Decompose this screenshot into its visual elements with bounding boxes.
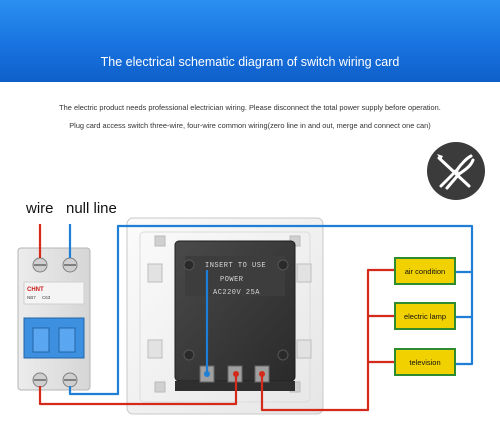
module-label-line3: AC220V 25A <box>213 289 260 297</box>
breaker-model: NB7 <box>27 295 36 300</box>
device-label-television: television <box>409 358 440 367</box>
device-television: television <box>394 348 456 376</box>
switched-live-wire <box>260 360 395 412</box>
tool-badge <box>427 142 485 200</box>
page-title: The electrical schematic diagram of swit… <box>100 55 400 69</box>
pliers-screwdriver-icon <box>437 154 475 190</box>
null-line-label: null line <box>66 200 117 217</box>
device-air-condition: air condition <box>394 257 456 285</box>
safety-notice: The electric product needs professional … <box>59 103 441 112</box>
module-label-line1: INSERT TO USE <box>205 262 266 270</box>
module-label-line2: POWER <box>220 276 244 284</box>
header-banner <box>0 0 500 82</box>
card-switch-module: INSERT TO USE POWER AC220V 25A <box>174 240 296 391</box>
breaker-rating: C63 <box>42 295 51 300</box>
device-electric-lamp: electric lamp <box>394 302 456 330</box>
wire-label: wire <box>26 200 54 217</box>
wiring-notice: Plug card access switch three-wire, four… <box>69 121 431 130</box>
live-to-switch-wire <box>38 374 238 406</box>
switched-live-branch-upper <box>366 268 395 362</box>
device-label-electric-lamp: electric lamp <box>404 312 446 321</box>
neutral-bus-wire <box>68 224 474 396</box>
circuit-breaker: CHNT NB7 C63 <box>17 247 91 391</box>
breaker-brand: CHNT <box>27 287 44 293</box>
device-label-air-condition: air condition <box>405 267 445 276</box>
